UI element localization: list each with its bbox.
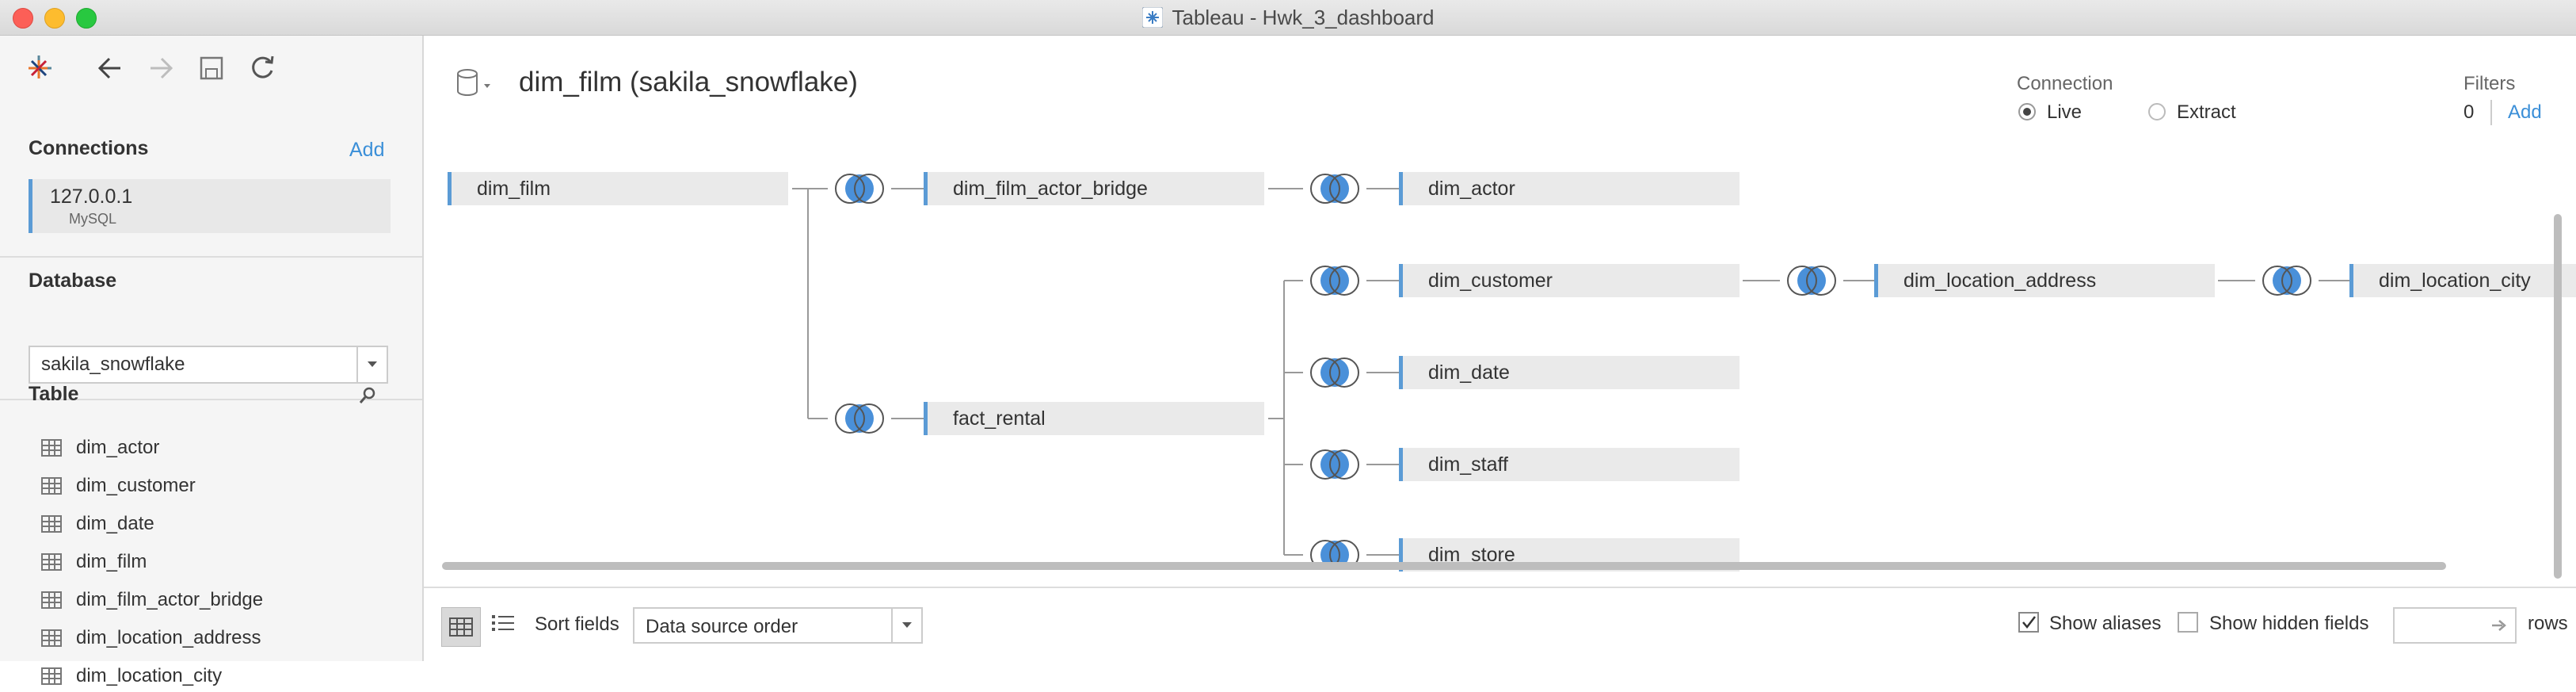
table-list-item[interactable]: dim_actor xyxy=(41,432,159,464)
refresh-icon[interactable] xyxy=(244,50,280,86)
section-divider xyxy=(0,399,422,400)
table-icon xyxy=(41,553,62,571)
filters-separator xyxy=(2490,100,2492,125)
table-heading: Table xyxy=(29,383,79,405)
sort-fields-label: Sort fields xyxy=(535,614,619,635)
table-list-item[interactable]: dim_date xyxy=(41,508,154,540)
maximize-window-button[interactable] xyxy=(76,8,97,29)
window-title: Tableau - Hwk_3_dashboard xyxy=(1172,5,1435,29)
live-radio-label[interactable]: Live xyxy=(2047,101,2083,123)
connection-host: 127.0.0.1 xyxy=(50,185,133,208)
database-heading: Database xyxy=(29,270,117,292)
table-list-item[interactable]: dim_location_address xyxy=(41,622,261,654)
inner-join-icon[interactable] xyxy=(1303,260,1366,301)
tableau-logo-icon[interactable] xyxy=(21,50,57,86)
inner-join-icon[interactable] xyxy=(1780,260,1843,301)
canvas-table-dim-location-address[interactable]: dim_location_address xyxy=(1874,264,2215,297)
table-icon xyxy=(41,439,62,457)
extract-radio[interactable] xyxy=(2148,103,2166,120)
table-icon xyxy=(41,515,62,533)
rows-label: rows xyxy=(2528,613,2568,634)
data-source-sidebar: Connections Add 127.0.0.1 MySQL Database… xyxy=(0,36,424,686)
datasource-cylinder-icon[interactable] xyxy=(455,67,496,104)
section-divider xyxy=(0,256,422,258)
canvas-table-fact-rental[interactable]: fact_rental xyxy=(924,402,1264,435)
sort-fields-select-value: Data source order xyxy=(646,616,798,637)
table-icon xyxy=(41,591,62,609)
table-icon xyxy=(41,667,62,685)
table-icon xyxy=(41,629,62,647)
checkmark-icon xyxy=(2022,616,2036,629)
vertical-scrollbar[interactable] xyxy=(2554,214,2562,579)
database-select[interactable]: sakila_snowflake xyxy=(29,346,388,384)
show-hidden-fields-label[interactable]: Show hidden fields xyxy=(2209,613,2369,634)
canvas-table-dim-customer[interactable]: dim_customer xyxy=(1399,264,1740,297)
table-list-item[interactable]: dim_film xyxy=(41,546,147,578)
datasource-title[interactable]: dim_film (sakila_snowflake) xyxy=(519,67,858,97)
join-lines xyxy=(792,188,2353,556)
connection-item[interactable]: 127.0.0.1 MySQL xyxy=(29,179,391,233)
inner-join-icon[interactable] xyxy=(2255,260,2319,301)
grid-view-icon[interactable] xyxy=(441,607,481,647)
canvas-table-dim-film-actor-bridge[interactable]: dim_film_actor_bridge xyxy=(924,172,1264,205)
add-connection-link[interactable]: Add xyxy=(349,139,385,161)
chevron-down-icon[interactable] xyxy=(891,609,921,642)
add-filter-link[interactable]: Add xyxy=(2508,101,2542,123)
table-list-item[interactable]: dim_location_city xyxy=(41,660,222,692)
horizontal-scrollbar[interactable] xyxy=(442,562,2446,570)
extract-radio-label[interactable]: Extract xyxy=(2177,101,2236,123)
grid-toolbar: Sort fields Data source order Show alias… xyxy=(424,587,2576,663)
connection-label: Connection xyxy=(2017,73,2113,94)
inner-join-icon[interactable] xyxy=(1303,444,1366,485)
database-select-value: sakila_snowflake xyxy=(41,354,185,375)
arrow-right-icon[interactable] xyxy=(2491,618,2509,633)
minimize-window-button[interactable] xyxy=(44,8,65,29)
table-list-item[interactable]: dim_customer xyxy=(41,470,196,502)
table-list-item[interactable]: dim_film_actor_bridge xyxy=(41,584,263,616)
window-title-bar: Tableau - Hwk_3_dashboard xyxy=(0,0,2576,36)
canvas-table-dim-date[interactable]: dim_date xyxy=(1399,356,1740,389)
chevron-down-icon[interactable] xyxy=(356,347,387,382)
canvas-table-dim-film[interactable]: dim_film xyxy=(448,172,788,205)
filters-count: 0 xyxy=(2464,101,2475,123)
canvas-table-dim-actor[interactable]: dim_actor xyxy=(1399,172,1740,205)
list-view-icon[interactable] xyxy=(490,612,516,638)
show-aliases-checkbox[interactable] xyxy=(2018,612,2039,633)
rows-input[interactable] xyxy=(2393,607,2517,644)
back-arrow-icon[interactable] xyxy=(92,50,128,86)
inner-join-icon[interactable] xyxy=(1303,352,1366,393)
save-icon[interactable] xyxy=(193,50,230,86)
sort-fields-select[interactable]: Data source order xyxy=(633,607,923,644)
filters-label: Filters xyxy=(2464,73,2516,94)
search-icon[interactable] xyxy=(358,386,377,409)
canvas-table-dim-location-city[interactable]: dim_location_city xyxy=(2349,264,2576,297)
show-aliases-label[interactable]: Show aliases xyxy=(2049,613,2162,634)
inner-join-icon[interactable] xyxy=(828,168,891,209)
live-radio[interactable] xyxy=(2018,103,2036,120)
connections-heading: Connections xyxy=(29,137,149,159)
tableau-document-icon xyxy=(1141,7,1163,28)
forward-arrow-icon[interactable] xyxy=(143,50,179,86)
canvas-table-dim-staff[interactable]: dim_staff xyxy=(1399,448,1740,481)
inner-join-icon[interactable] xyxy=(1303,168,1366,209)
close-window-button[interactable] xyxy=(13,8,33,29)
inner-join-icon[interactable] xyxy=(828,398,891,439)
table-icon xyxy=(41,477,62,495)
show-hidden-fields-checkbox[interactable] xyxy=(2178,612,2198,633)
connection-type: MySQL xyxy=(69,211,117,227)
